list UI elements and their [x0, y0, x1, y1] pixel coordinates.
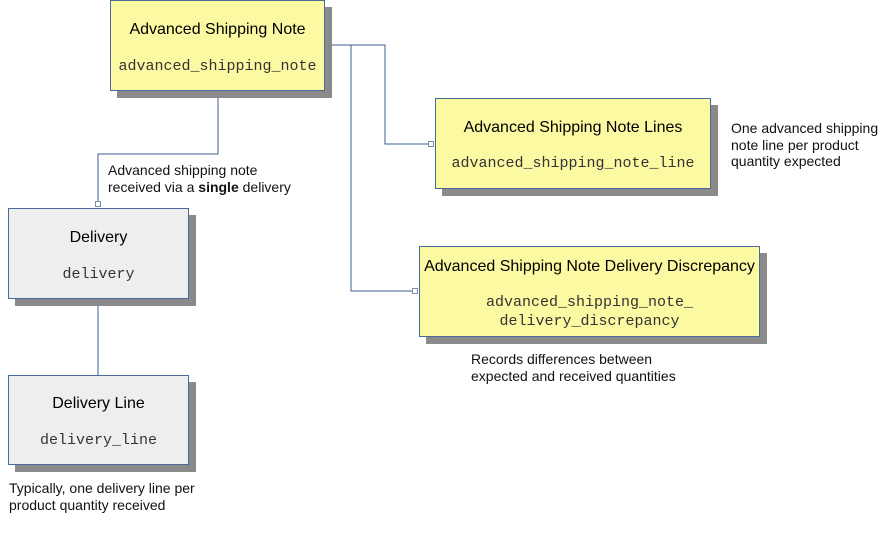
asn-to-discrepancy-connector: [325, 44, 415, 292]
note-asn-lines: One advanced shipping note line per prod…: [731, 120, 891, 170]
entity-title: Advanced Shipping Note Delivery Discrepa…: [424, 258, 755, 275]
entity-title: Advanced Shipping Note: [129, 21, 306, 38]
entity-table-name-line-1: advanced_shipping_note_: [485, 294, 694, 311]
lines-endpoint-marker: [428, 141, 434, 147]
note-line: quantity expected: [731, 153, 841, 169]
delivery-endpoint-marker: [95, 201, 101, 207]
note-asn-delivery: Advanced shipping note received via a si…: [108, 162, 328, 195]
note-line: Records differences between: [471, 351, 653, 367]
note-line: Typically, one delivery line per: [9, 480, 195, 496]
asn-to-lines-connector: [325, 44, 431, 145]
entity-table-name: advanced_shipping_note_line: [451, 155, 695, 172]
entity-table-name-line-2: delivery_discrepancy: [499, 313, 680, 330]
note-delivery-line: Typically, one delivery line per product…: [9, 480, 249, 513]
entity-title: Delivery: [69, 229, 128, 246]
entity-advanced-shipping-note[interactable]: Advanced Shipping Note advanced_shipping…: [110, 0, 325, 91]
note-discrepancy: Records differences between expected and…: [471, 351, 731, 384]
entity-asn-delivery-discrepancy[interactable]: Advanced Shipping Note Delivery Discrepa…: [419, 246, 760, 337]
entity-advanced-shipping-note-lines[interactable]: Advanced Shipping Note Lines advanced_sh…: [435, 98, 711, 189]
entity-title: Delivery Line: [52, 395, 145, 412]
note-emphasis: single: [198, 178, 239, 195]
entity-table-name: delivery_line: [39, 432, 158, 449]
note-line: One advanced shipping: [731, 120, 879, 136]
note-line: product quantity received: [9, 496, 166, 513]
entity-delivery[interactable]: Delivery delivery: [8, 208, 189, 299]
entity-table-name: delivery: [62, 266, 135, 283]
note-line: expected and received quantities: [471, 367, 676, 384]
asn-to-delivery-connector: [97, 91, 219, 203]
discrepancy-endpoint-marker: [412, 288, 418, 294]
note-line: note line per product: [731, 136, 859, 153]
entity-table-name: advanced_shipping_note: [118, 58, 317, 75]
note-text: delivery: [238, 178, 291, 195]
note-line: Advanced shipping note: [108, 162, 258, 178]
entity-title: Advanced Shipping Note Lines: [463, 119, 683, 136]
note-text: received via a: [108, 178, 199, 195]
entity-delivery-line[interactable]: Delivery Line delivery_line: [8, 375, 189, 465]
note-line: received via a single delivery: [108, 179, 328, 196]
